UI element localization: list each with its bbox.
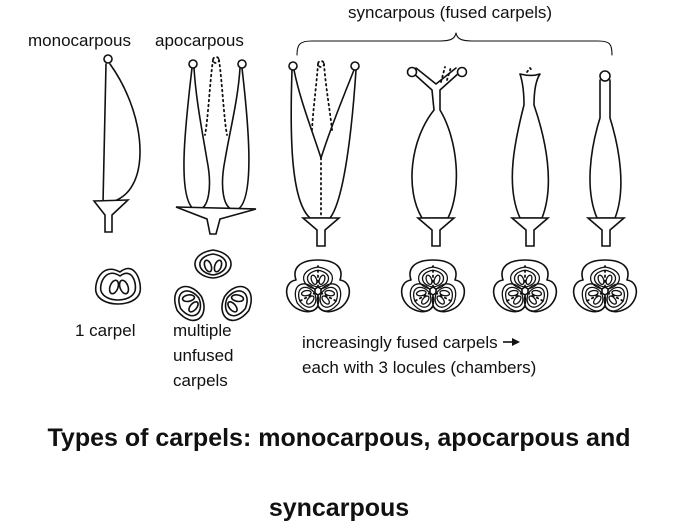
apocarpous-pistil bbox=[175, 56, 257, 235]
syncarpous-pistil-2 bbox=[406, 66, 468, 247]
figure-title-line-2: syncarpous bbox=[268, 494, 410, 522]
syncarpous-cross-section-4 bbox=[574, 260, 637, 315]
syncarpous-brace bbox=[296, 32, 613, 56]
syncarpous-cross-section-1 bbox=[287, 260, 350, 315]
label-syncarpous: syncarpous (fused carpels) bbox=[348, 3, 553, 22]
arrow-right-icon bbox=[503, 338, 520, 346]
label-three-locules: each with 3 locules (chambers) bbox=[302, 358, 537, 377]
apocarpous-cross-section bbox=[167, 249, 259, 327]
syncarpous-cross-section-3 bbox=[494, 260, 557, 315]
monocarpous-cross-section bbox=[94, 267, 142, 305]
label-one-carpel: 1 carpel bbox=[75, 321, 136, 340]
syncarpous-pistil-4 bbox=[587, 70, 625, 247]
label-unfused: unfused bbox=[173, 346, 234, 365]
monocarpous-pistil bbox=[92, 54, 141, 233]
label-increasingly-fused: increasingly fused carpels bbox=[302, 333, 498, 352]
syncarpous-pistil-3 bbox=[511, 66, 550, 247]
figure-title-line-1: Types of carpels: monocarpous, apocarpou… bbox=[47, 424, 631, 452]
syncarpous-pistil-1 bbox=[288, 60, 360, 247]
syncarpous-cross-section-2 bbox=[402, 260, 465, 315]
label-monocarpous: monocarpous bbox=[28, 31, 132, 50]
label-apocarpous: apocarpous bbox=[155, 31, 244, 50]
label-multiple: multiple bbox=[173, 321, 232, 340]
label-carpels: carpels bbox=[173, 371, 228, 390]
